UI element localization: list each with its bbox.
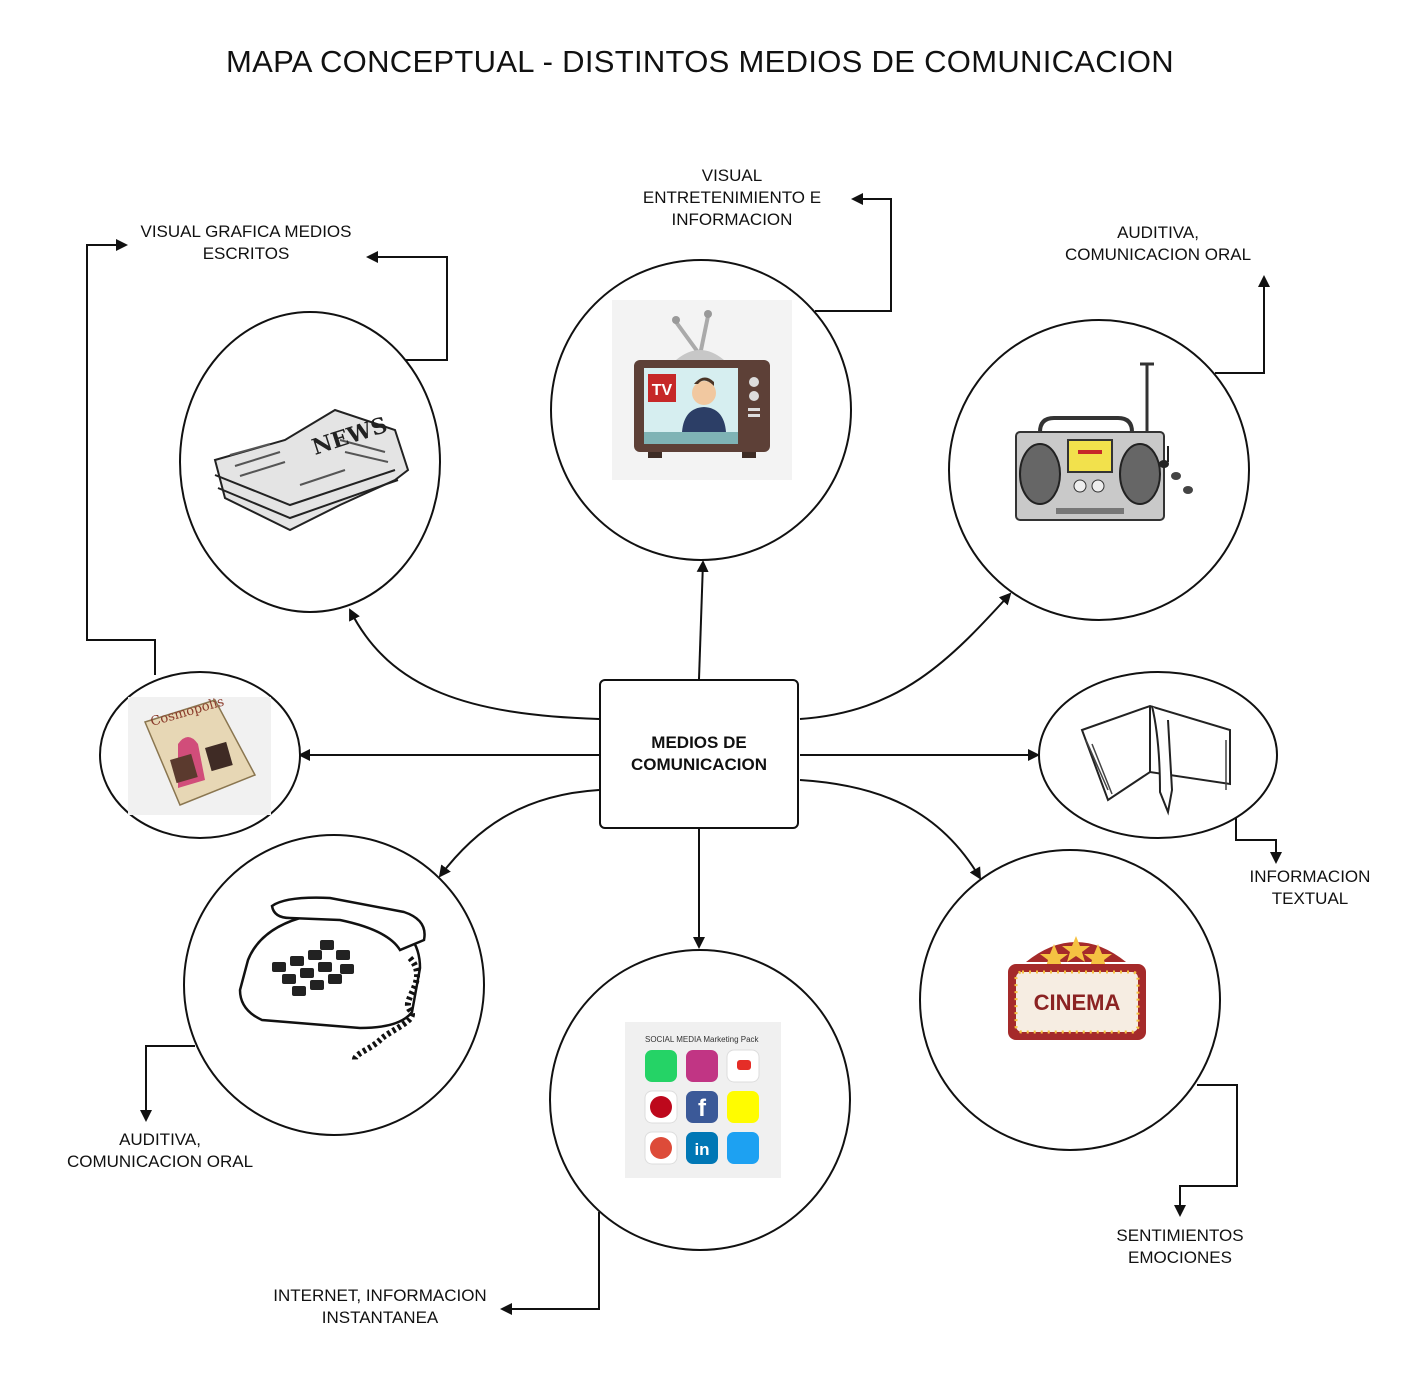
label-connectors [86,193,1282,1315]
node-cinema[interactable]: CINEMA [919,849,1221,1151]
central-concept-line-2: COMUNICACION [631,755,767,774]
node-magazine[interactable]: Cosmopolis [99,671,301,839]
central-concept-line-1: MEDIOS DE [651,733,747,752]
node-telephone[interactable] [183,834,485,1136]
connector-telephone-label [140,1045,195,1122]
connector-newspaper-label [366,251,448,361]
telephone-icon [238,896,426,1064]
node-book[interactable] [1038,671,1278,839]
node-internet[interactable]: SOCIAL MEDIA Marketing Pack f in [549,949,851,1251]
tv-badge-text: TV [652,382,673,399]
cinema-icon: CINEMA [1008,936,1146,1040]
connector-newspaper [349,608,600,720]
node-radio[interactable] [948,319,1250,621]
cinema-sign-text: CINEMA [1034,990,1121,1015]
svg-text:f: f [698,1095,707,1122]
node-television[interactable]: TV [550,259,852,561]
connector-cinema [799,779,982,880]
connector-cinema-label [1174,1084,1238,1217]
social-media-icon: SOCIAL MEDIA Marketing Pack f in [625,1022,781,1178]
page-title: MAPA CONCEPTUAL - DISTINTOS MEDIOS DE CO… [226,44,1174,79]
connector-radio [799,592,1012,720]
connector-magazine-label [86,239,156,675]
radio-icon [1015,362,1193,521]
newspaper-icon: NEWS [213,408,410,532]
connector-telephone [438,789,600,878]
magazine-icon: Cosmopolis [128,695,271,815]
connector-television [696,560,709,680]
connector-book-label [1235,818,1282,864]
node-newspaper[interactable]: NEWS [179,311,441,613]
television-icon: TV [612,300,792,480]
label-telephone: AUDITIVA,COMUNICACION ORAL [66,1130,254,1171]
svg-text:in: in [694,1140,709,1159]
central-concept[interactable]: MEDIOS DE COMUNICACION [599,679,799,829]
connector-television-label [815,193,892,312]
connector-radio-label [1215,275,1270,374]
book-icon [1080,704,1231,816]
center-connectors [298,560,1040,949]
connector-internet-label [500,1212,600,1315]
social-media-header: SOCIAL MEDIA Marketing Pack [645,1035,760,1044]
label-radio: AUDITIVA,COMUNICACION ORAL [1064,223,1252,264]
